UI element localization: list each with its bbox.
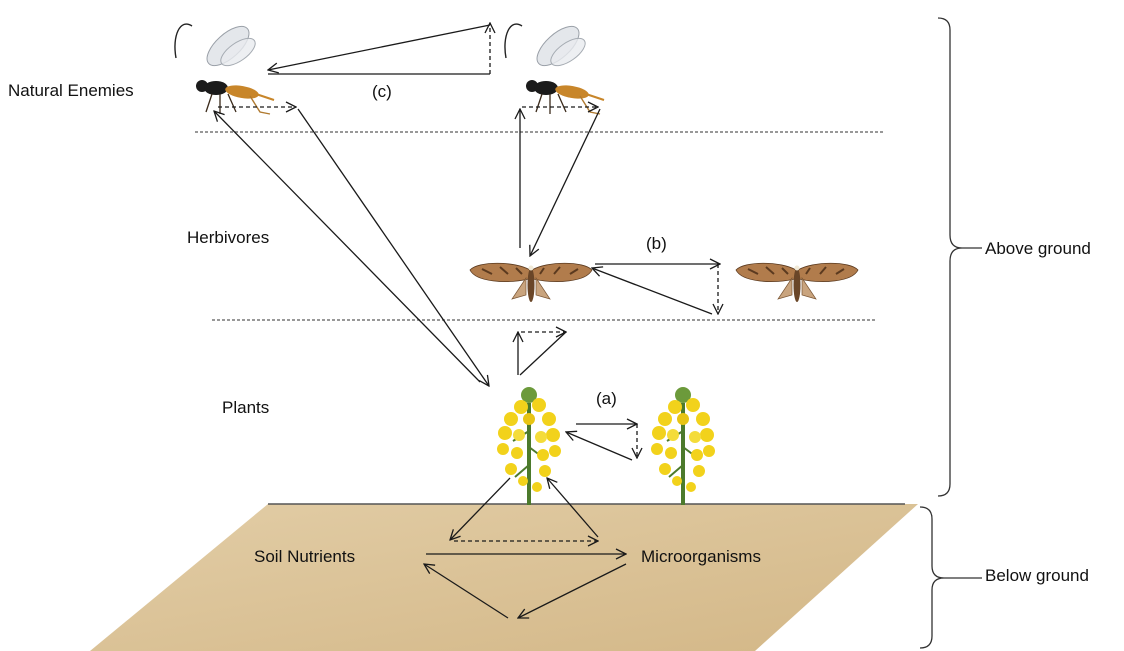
herbivores-label: Herbivores bbox=[187, 228, 269, 248]
below-ground-bracket bbox=[920, 507, 944, 648]
below-ground-label: Below ground bbox=[985, 566, 1089, 586]
above-ground-bracket bbox=[938, 18, 962, 496]
wasp-icon bbox=[175, 20, 274, 114]
soil-area bbox=[90, 504, 918, 651]
above-ground-label: Above ground bbox=[985, 239, 1091, 259]
soil-nutrients-label: Soil Nutrients bbox=[254, 547, 355, 567]
microorganisms-label: Microorganisms bbox=[641, 547, 761, 567]
flowering-plant-icon bbox=[497, 387, 561, 505]
interaction-b-label: (b) bbox=[646, 234, 667, 254]
flowering-plant-icon bbox=[651, 387, 715, 505]
interaction-a-label: (a) bbox=[596, 389, 617, 409]
moth-icon bbox=[470, 263, 592, 302]
wasp-icon bbox=[505, 20, 604, 114]
moth-icon bbox=[736, 263, 858, 302]
plants-label: Plants bbox=[222, 398, 269, 418]
interaction-c-label: (c) bbox=[372, 82, 392, 102]
natural-enemies-label: Natural Enemies bbox=[8, 81, 134, 101]
